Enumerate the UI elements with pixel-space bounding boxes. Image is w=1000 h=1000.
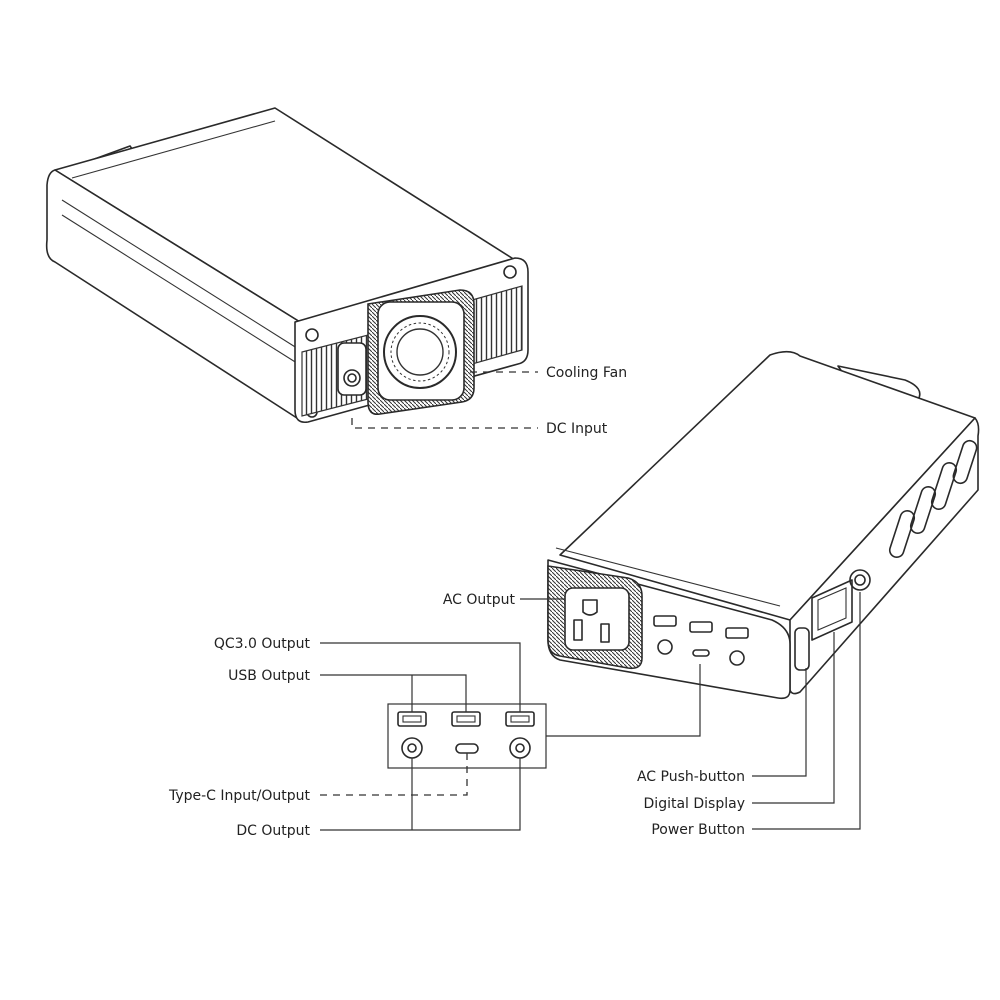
label-cooling-fan: Cooling Fan	[546, 365, 627, 381]
ac-push-button-shape	[794, 627, 810, 671]
label-qc30-output: QC3.0 Output	[214, 636, 311, 652]
label-ac-output: AC Output	[443, 592, 516, 608]
label-dc-output: DC Output	[236, 823, 310, 839]
rear-view-unit	[45, 107, 529, 424]
cooling-fan-grille	[383, 315, 457, 389]
control-leaders	[752, 592, 861, 830]
label-dc-input: DC Input	[546, 421, 608, 437]
dc-input-leader	[351, 418, 538, 429]
label-usb-output: USB Output	[228, 668, 310, 684]
port-leaders	[320, 642, 701, 831]
label-power-button: Power Button	[651, 822, 745, 838]
label-type-c: Type-C Input/Output	[168, 788, 311, 804]
side-vents	[888, 439, 978, 558]
power-button-shape	[849, 569, 871, 591]
front-view-unit	[547, 350, 980, 700]
label-digital-display: Digital Display	[644, 796, 745, 812]
label-ac-push-button: AC Push-button	[637, 769, 745, 785]
digital-display-shape	[811, 579, 853, 641]
